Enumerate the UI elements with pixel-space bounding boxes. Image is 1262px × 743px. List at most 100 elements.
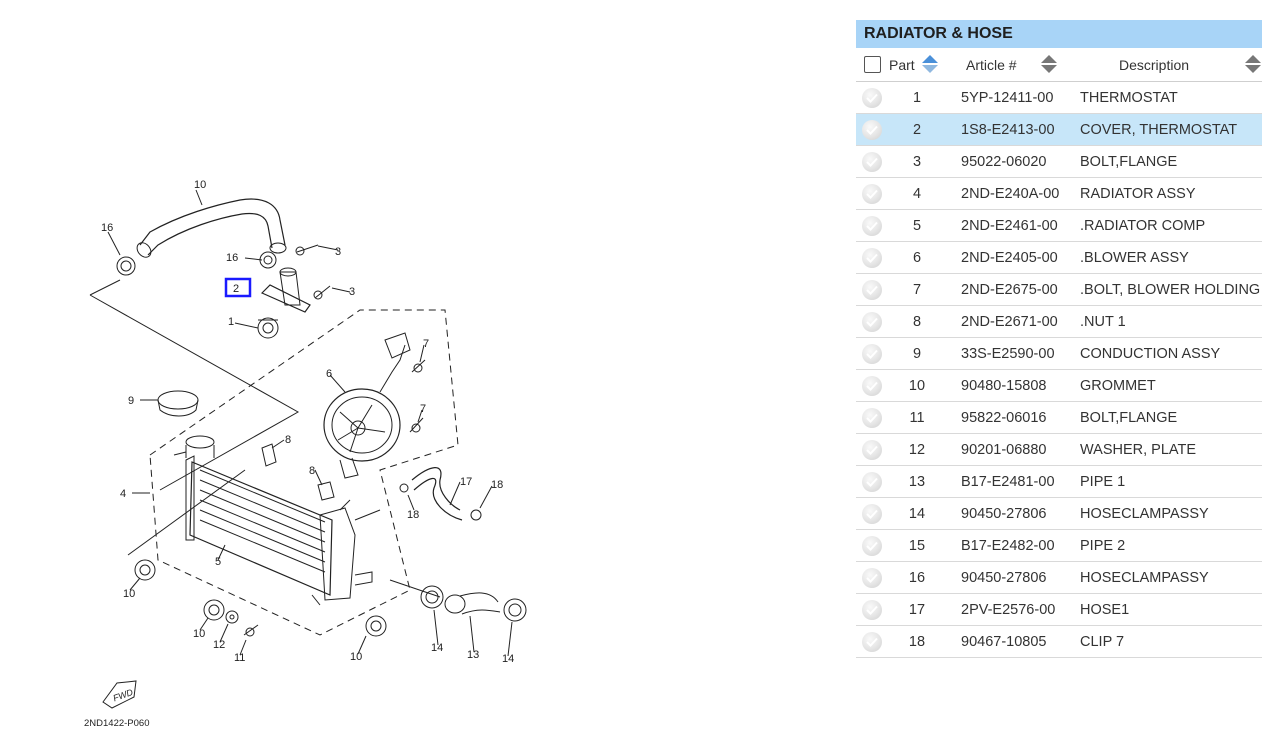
header-article[interactable]: Article # bbox=[966, 56, 1017, 73]
row-part-number: 2 bbox=[912, 121, 922, 138]
callout-7b[interactable]: 7 bbox=[420, 403, 426, 415]
header-part[interactable]: Part bbox=[889, 56, 915, 73]
row-select-cell[interactable] bbox=[859, 594, 885, 625]
check-circle-icon[interactable] bbox=[862, 631, 882, 652]
callout-6[interactable]: 6 bbox=[326, 368, 332, 380]
callout-10c[interactable]: 10 bbox=[350, 651, 362, 663]
row-select-cell[interactable] bbox=[859, 338, 885, 369]
select-all-checkbox[interactable] bbox=[863, 56, 881, 73]
callout-9[interactable]: 9 bbox=[128, 395, 134, 407]
callout-7a[interactable]: 7 bbox=[423, 338, 429, 350]
callout-13[interactable]: 13 bbox=[467, 649, 479, 661]
callout-17[interactable]: 17 bbox=[460, 476, 472, 488]
row-select-cell[interactable] bbox=[859, 306, 885, 337]
check-circle-icon[interactable] bbox=[862, 311, 882, 332]
callout-10b[interactable]: 10 bbox=[193, 628, 205, 640]
row-select-cell[interactable] bbox=[859, 210, 885, 241]
callout-3b[interactable]: 3 bbox=[349, 286, 355, 298]
row-select-cell[interactable] bbox=[859, 370, 885, 401]
sort-description-icon[interactable] bbox=[1244, 54, 1262, 74]
check-circle-icon[interactable] bbox=[862, 599, 882, 620]
check-circle-icon[interactable] bbox=[862, 215, 882, 236]
sort-article-icon[interactable] bbox=[1040, 54, 1058, 74]
row-select-cell[interactable] bbox=[859, 114, 885, 145]
row-article-number: 95822-06016 bbox=[961, 409, 1047, 426]
callout-4[interactable]: 4 bbox=[120, 488, 126, 500]
callout-18b[interactable]: 18 bbox=[407, 509, 419, 521]
check-circle-icon[interactable] bbox=[862, 279, 882, 300]
callout-5[interactable]: 5 bbox=[215, 556, 221, 568]
callout-3a[interactable]: 3 bbox=[335, 246, 341, 258]
row-select-cell[interactable] bbox=[859, 146, 885, 177]
check-circle-icon[interactable] bbox=[862, 183, 882, 204]
row-part-number: 11 bbox=[909, 409, 925, 426]
check-circle-icon[interactable] bbox=[862, 247, 882, 268]
row-select-cell[interactable] bbox=[859, 434, 885, 465]
check-circle-icon[interactable] bbox=[862, 535, 882, 556]
check-circle-icon[interactable] bbox=[862, 407, 882, 428]
row-select-cell[interactable] bbox=[859, 626, 885, 657]
row-select-cell[interactable] bbox=[859, 82, 885, 113]
row-part-number: 9 bbox=[912, 345, 922, 362]
check-circle-icon[interactable] bbox=[862, 87, 882, 108]
callout-8a[interactable]: 8 bbox=[285, 434, 291, 446]
callout-8b[interactable]: 8 bbox=[309, 465, 315, 477]
header-description[interactable]: Description bbox=[1119, 56, 1190, 73]
row-article-number: 1S8-E2413-00 bbox=[961, 121, 1055, 138]
callout-15[interactable]: 10 bbox=[194, 179, 206, 191]
check-circle-icon[interactable] bbox=[862, 471, 882, 492]
row-part-number: 10 bbox=[908, 377, 926, 394]
check-circle-icon[interactable] bbox=[862, 375, 882, 396]
check-circle-icon[interactable] bbox=[862, 343, 882, 364]
row-select-cell[interactable] bbox=[859, 498, 885, 529]
callout-18a[interactable]: 18 bbox=[491, 479, 503, 491]
callout-16a[interactable]: 16 bbox=[101, 222, 113, 234]
row-part-number: 17 bbox=[908, 601, 926, 618]
callout-12[interactable]: 12 bbox=[213, 639, 225, 651]
callout-16b[interactable]: 16 bbox=[226, 252, 238, 264]
check-circle-icon[interactable] bbox=[862, 151, 882, 172]
row-select-cell[interactable] bbox=[859, 402, 885, 433]
row-article-number: 2ND-E240A-00 bbox=[961, 185, 1060, 202]
callout-1[interactable]: 1 bbox=[228, 316, 234, 328]
row-select-cell[interactable] bbox=[859, 274, 885, 305]
callout-10a[interactable]: 10 bbox=[123, 588, 135, 600]
diagram-drawing: 10 16 16 3 2 3 1 7 6 9 7 8 8 17 18 4 18 … bbox=[84, 179, 527, 729]
sort-part-icon[interactable] bbox=[921, 54, 939, 74]
check-circle-icon[interactable] bbox=[862, 567, 882, 588]
row-select-cell[interactable] bbox=[859, 562, 885, 593]
row-article-number: 33S-E2590-00 bbox=[961, 345, 1055, 362]
select-all-checkbox-cell[interactable] bbox=[859, 48, 885, 81]
row-select-cell[interactable] bbox=[859, 242, 885, 273]
callout-11[interactable]: 11 bbox=[234, 652, 245, 664]
callout-14a[interactable]: 14 bbox=[431, 642, 443, 654]
callout-14b[interactable]: 14 bbox=[502, 653, 514, 665]
row-part-number: 4 bbox=[912, 185, 922, 202]
row-select-cell[interactable] bbox=[859, 466, 885, 497]
row-select-cell[interactable] bbox=[859, 530, 885, 561]
callout-2[interactable]: 2 bbox=[233, 283, 239, 295]
check-circle-icon[interactable] bbox=[862, 503, 882, 524]
check-circle-icon[interactable] bbox=[862, 439, 882, 460]
check-circle-icon[interactable] bbox=[862, 119, 882, 140]
row-select-cell[interactable] bbox=[859, 178, 885, 209]
